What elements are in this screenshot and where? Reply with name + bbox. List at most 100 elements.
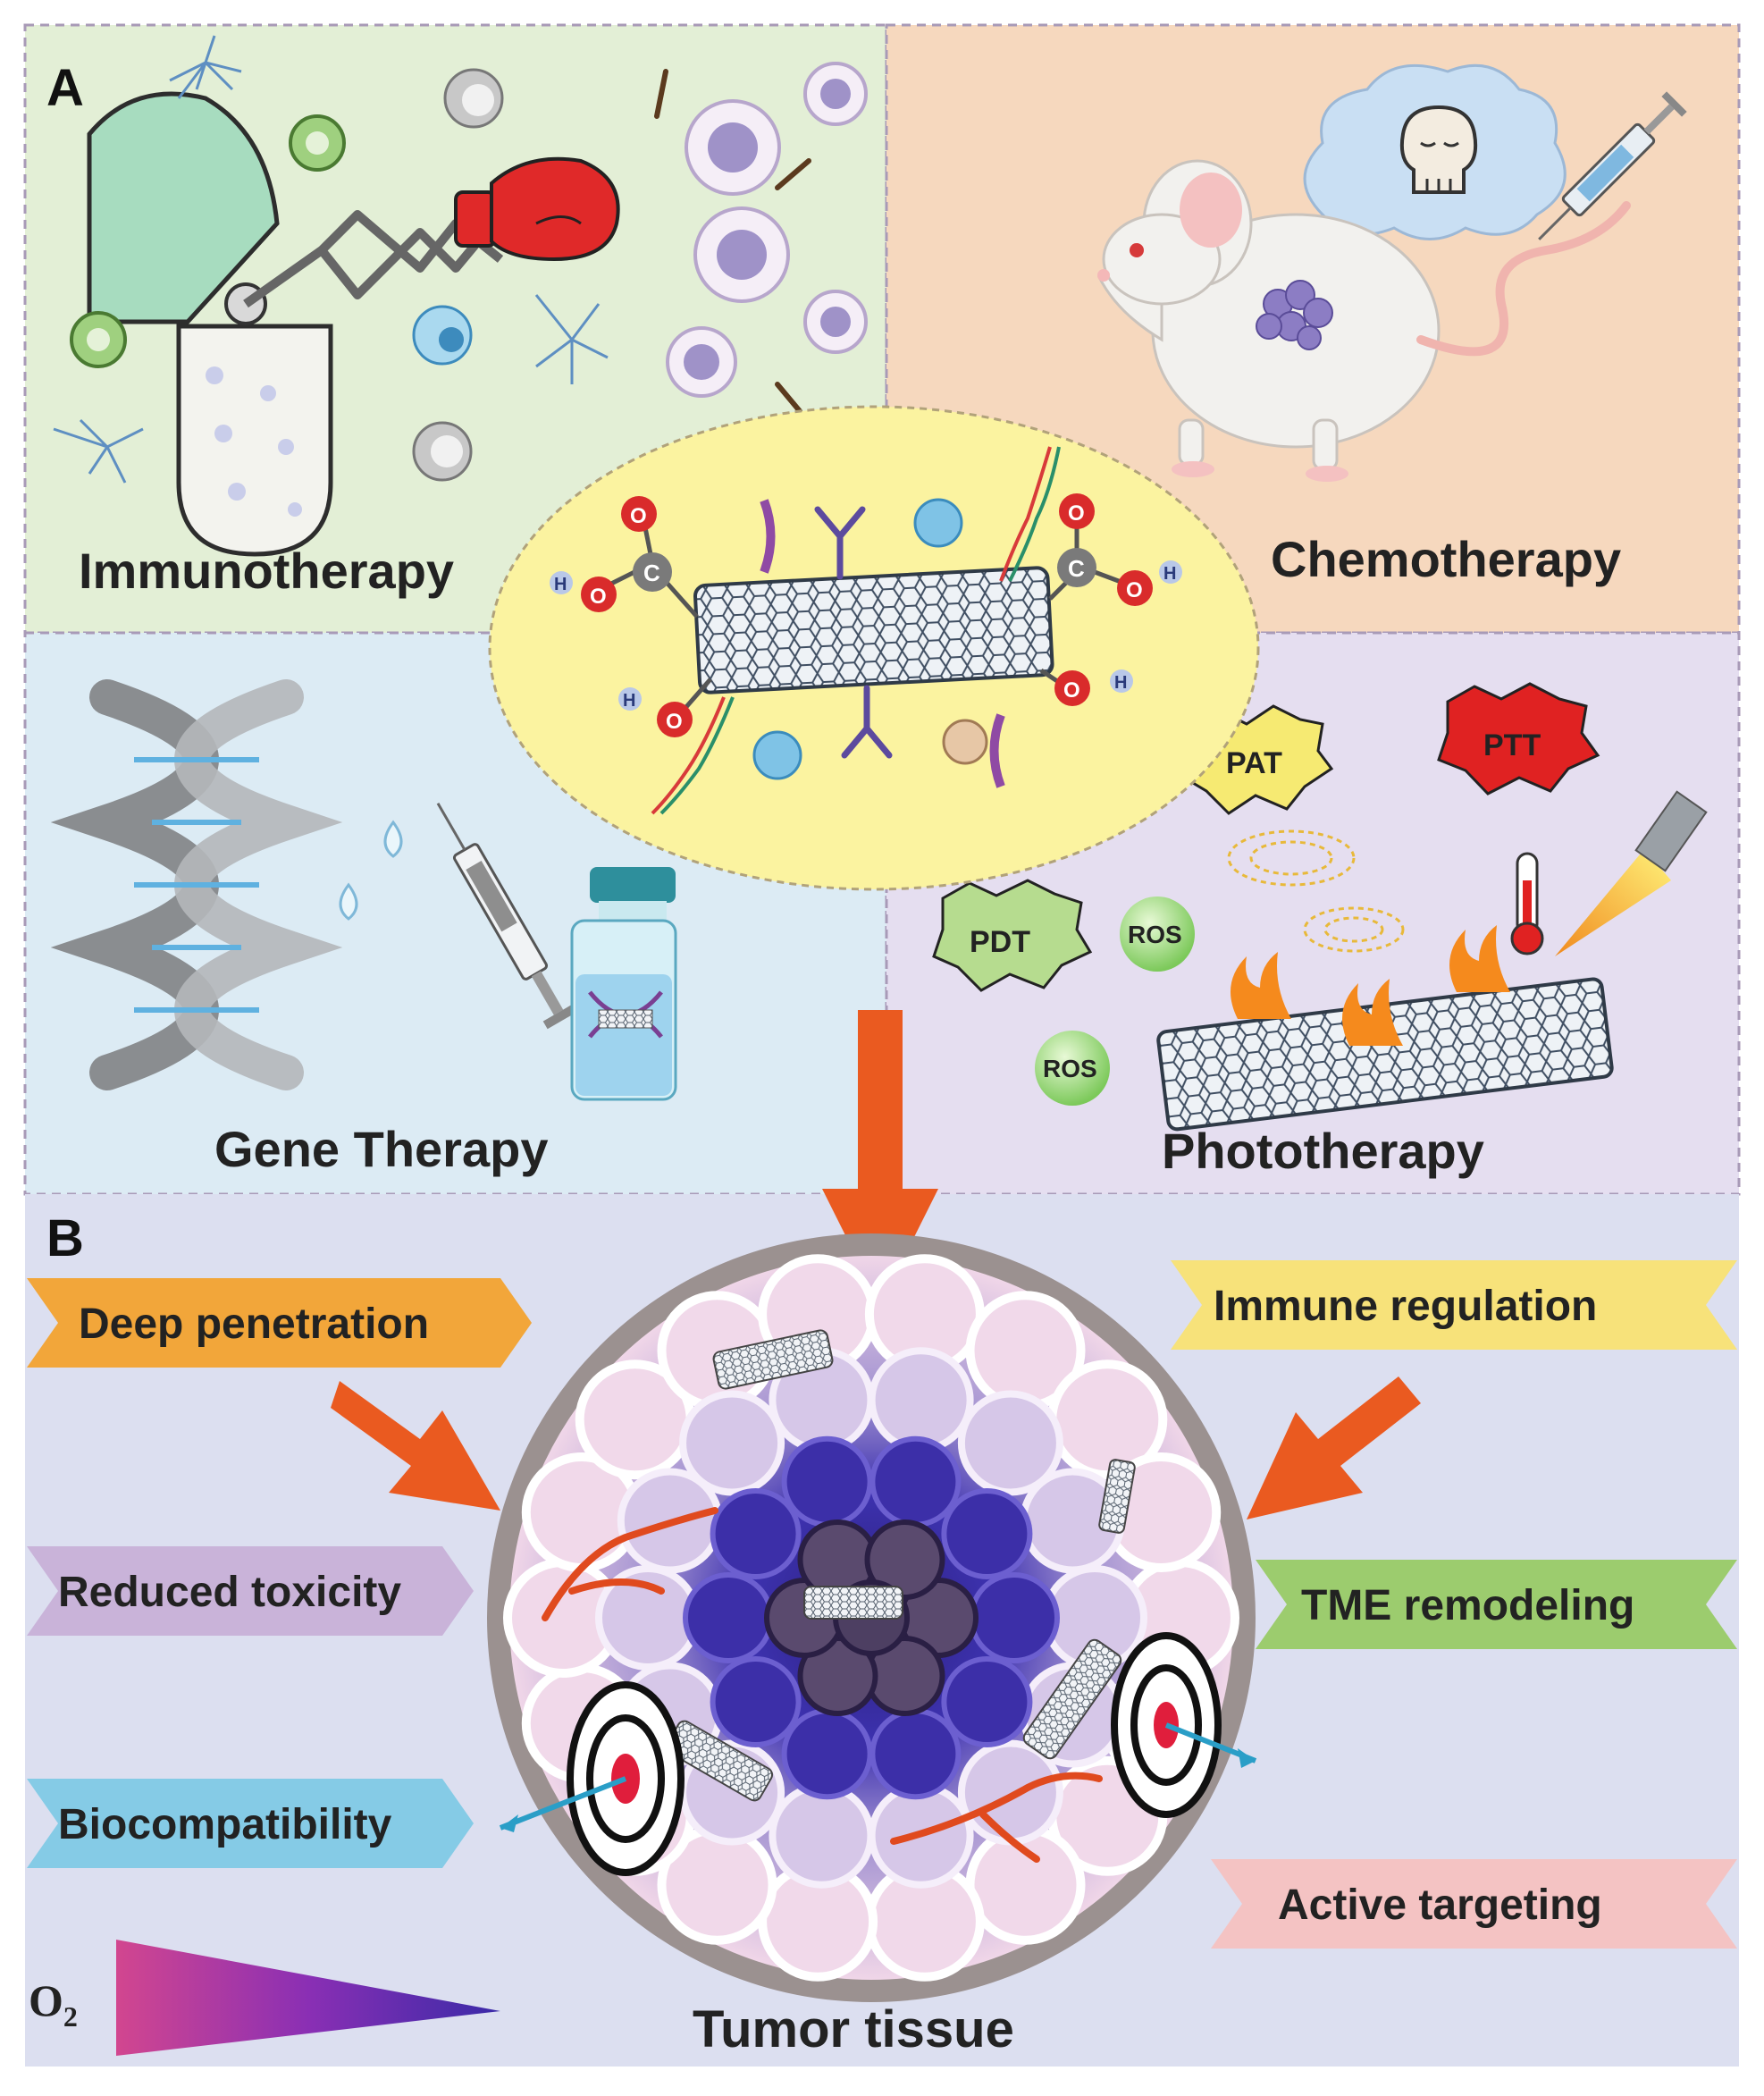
- oxygen-symbol-subscript: 2: [63, 2000, 78, 2033]
- ros-label-2: ROS: [1043, 1055, 1097, 1082]
- oxygen-symbol-o: O: [29, 1975, 63, 2025]
- heat-rings: [1227, 829, 1405, 953]
- oxygen-symbol: O2: [29, 1975, 78, 2033]
- flames: [1231, 925, 1510, 1046]
- proteins: [752, 498, 1005, 788]
- immune-cells: [70, 68, 504, 482]
- tumor-cell-middle: [957, 1739, 1063, 1846]
- skull-icon: [1399, 105, 1478, 194]
- chemotherapy-label: Chemotherapy: [1271, 531, 1621, 587]
- gene-therapy-label: Gene Therapy: [214, 1121, 548, 1177]
- ros-label-1: ROS: [1128, 921, 1182, 948]
- panel-b-letter: B: [46, 1209, 84, 1267]
- hydrogen-atom-right: H: [1163, 564, 1176, 584]
- target-left: [499, 1681, 685, 1876]
- panel-a: A: [23, 23, 1741, 1196]
- tumor-cell-middle: [957, 1390, 1063, 1496]
- tumor-cell-inner: [869, 1708, 962, 1800]
- antibodies: [814, 506, 893, 759]
- tumor-cell-middle: [769, 1782, 875, 1889]
- tumor-cell-inner: [683, 1572, 774, 1663]
- ros-spheres: ROS ROS: [1035, 896, 1195, 1106]
- tag-reduced-toxicity: Reduced toxicity: [27, 1546, 474, 1636]
- tumor-cell-inner: [781, 1708, 873, 1800]
- capsule-cap: [87, 91, 280, 324]
- immunotherapy-illustration: Immunotherapy: [53, 35, 868, 599]
- dendritic-cells: [53, 35, 609, 484]
- tumor-outer-cells: [503, 1254, 1239, 1982]
- tag-biocompatibility: Biocompatibility: [27, 1779, 474, 1868]
- oxygen-atom-left-2: O: [590, 585, 607, 609]
- tme-remodeling-label: TME remodeling: [1301, 1582, 1634, 1629]
- laser-icon: [1555, 790, 1708, 956]
- oxygen-gradient-legend: O2: [29, 1940, 500, 2056]
- gene-therapy-illustration: Gene Therapy: [50, 679, 677, 1177]
- reduced-toxicity-label: Reduced toxicity: [58, 1569, 401, 1616]
- ptt-label: PTT: [1483, 728, 1541, 762]
- carbon-atom-right: C: [1068, 555, 1085, 582]
- dna-strands: [651, 446, 1061, 815]
- capsule-body: [176, 324, 333, 557]
- carbon-atom-left: C: [643, 560, 660, 586]
- oxygen-atom-bottom-left: O: [666, 710, 683, 734]
- tumor-cell-inner: [869, 1435, 962, 1528]
- blood-vessels: [542, 1507, 1103, 1863]
- immune-regulation-label: Immune regulation: [1214, 1283, 1597, 1330]
- down-arrow: [822, 1010, 938, 1305]
- mouse: [1097, 159, 1631, 482]
- tumor-cells-small: [666, 62, 868, 398]
- thermometer-icon: [1510, 852, 1544, 955]
- oxygen-atom-left-1: O: [630, 504, 647, 528]
- tumor-cell-inner: [941, 1656, 1033, 1747]
- target-right: [1111, 1632, 1257, 1818]
- biocompatibility-label: Biocompatibility: [58, 1801, 392, 1848]
- tumor-cell-middle: [679, 1390, 785, 1496]
- pat-label: PAT: [1226, 746, 1282, 780]
- arrow-right-to-tumor: [1247, 1376, 1421, 1519]
- tag-tme-remodeling: TME remodeling: [1256, 1560, 1737, 1649]
- center-nanotube-ellipse: C O O H C O O H: [488, 405, 1260, 891]
- phototherapy-illustration: PAT PTT PDT ROS ROS: [932, 682, 1708, 1179]
- active-targeting-label: Active targeting: [1278, 1881, 1602, 1929]
- deep-penetration-label: Deep penetration: [79, 1301, 429, 1348]
- oxygen-atom-right-1: O: [1068, 501, 1085, 526]
- tumor-cell-inner: [710, 1656, 802, 1747]
- oh-groups: O H O H: [618, 668, 1133, 737]
- cooh-left: C O O H: [550, 496, 699, 619]
- tag-immune-regulation: Immune regulation: [1171, 1260, 1737, 1350]
- immunotherapy-label: Immunotherapy: [79, 543, 454, 599]
- phototherapy-label: Phototherapy: [1162, 1123, 1484, 1179]
- tumor-nanotubes: [665, 1329, 1136, 1802]
- tumor-cell-inner: [710, 1488, 802, 1579]
- tag-active-targeting: Active targeting: [1211, 1859, 1737, 1949]
- hydrogen-atom-bottom-right: H: [1114, 673, 1127, 693]
- carbon-nanotube-center: [693, 566, 1054, 694]
- hydrogen-atom-bottom-left: H: [623, 691, 635, 711]
- pdt-bubble: PDT: [932, 879, 1093, 992]
- tumor-inner-cells: [683, 1435, 1060, 1800]
- ptt-bubble: PTT: [1437, 682, 1600, 795]
- tumor-cell-inner: [781, 1435, 873, 1528]
- tumor-sphere: [487, 1233, 1257, 2002]
- tumor-tissue-label: Tumor tissue: [693, 2000, 1014, 2058]
- hydrogen-atom-left: H: [554, 575, 567, 594]
- tumor-cell-inner: [941, 1488, 1033, 1579]
- boxing-glove: [454, 156, 620, 262]
- oxygen-atom-bottom-right: O: [1063, 678, 1080, 703]
- chemotherapy-illustration: Chemotherapy: [1097, 63, 1687, 587]
- vial: [570, 867, 677, 1101]
- tag-deep-penetration: Deep penetration: [27, 1278, 532, 1368]
- cooh-right: C O O H: [1048, 493, 1182, 606]
- panel-b: B: [25, 1010, 1739, 2067]
- syringe-chemo: [1538, 91, 1687, 240]
- tumor-cell-core: [864, 1519, 945, 1600]
- pdt-label: PDT: [970, 925, 1030, 959]
- tumor-cell-inner: [969, 1572, 1060, 1663]
- droplets: [339, 820, 403, 921]
- syringe-gene: [436, 803, 579, 1030]
- arrow-left-to-tumor: [331, 1381, 500, 1511]
- tumor-cell-middle: [868, 1347, 974, 1453]
- oxygen-atom-right-2: O: [1126, 578, 1143, 602]
